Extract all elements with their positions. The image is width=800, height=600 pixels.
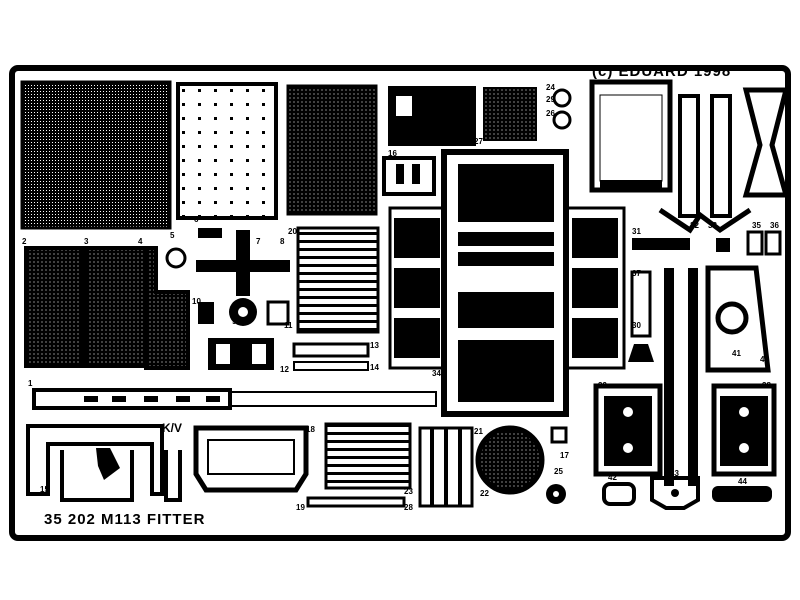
part-number: 4 xyxy=(138,237,143,246)
slatted-panel xyxy=(296,226,380,334)
fret-title: 35 202 M113 FITTER xyxy=(44,511,206,528)
part-number: 34 xyxy=(432,369,441,378)
part-number: 1 xyxy=(28,379,33,388)
strip-part xyxy=(710,94,732,218)
tray-part xyxy=(193,425,309,493)
wing-plate-right xyxy=(564,206,626,370)
part-number: 8 xyxy=(280,237,285,246)
part-number: 9 xyxy=(232,317,237,326)
bar-part xyxy=(292,342,370,358)
part-number: 42 xyxy=(608,473,617,482)
part-number: 22 xyxy=(480,489,489,498)
mesh-panel-2 xyxy=(24,246,84,368)
part-number: 28 xyxy=(404,503,413,512)
rail-part xyxy=(664,268,674,486)
part-number: 32 xyxy=(690,221,699,230)
part-number: 33 xyxy=(708,221,717,230)
part-number: 7 xyxy=(256,237,261,246)
mesh-small xyxy=(483,87,537,141)
rail-part xyxy=(688,268,698,486)
ring-part xyxy=(552,88,572,108)
part-number: 17 xyxy=(560,451,569,460)
part-number: 39 xyxy=(598,381,607,390)
part-number: 25 xyxy=(554,467,563,476)
bracket-37 xyxy=(705,265,771,373)
part-number: 6 xyxy=(194,215,199,224)
box-part xyxy=(382,156,436,196)
part-number: 27 xyxy=(474,137,483,146)
bracket-38 xyxy=(711,383,777,477)
fret-frame xyxy=(9,65,791,541)
part-number: 10 xyxy=(192,297,201,306)
small-fitting xyxy=(165,247,187,269)
part-number: 3 xyxy=(84,237,89,246)
stacked-slats xyxy=(324,422,412,490)
part-number: 16 xyxy=(388,149,397,158)
part-number: 21 xyxy=(474,427,483,436)
strip-44 xyxy=(712,486,772,502)
part-number: 37 xyxy=(632,269,641,278)
mesh-panel-medium xyxy=(286,84,378,216)
part-number: 5 xyxy=(170,231,175,240)
wing-plate-left xyxy=(388,206,446,370)
hourglass-part xyxy=(742,87,790,198)
part-number: 15 xyxy=(40,485,49,494)
part-number: 23 xyxy=(404,487,413,496)
bracket-39 xyxy=(593,383,663,477)
perforated-plate xyxy=(176,82,278,220)
bracket-part xyxy=(589,79,673,193)
kv-mark: K/V xyxy=(162,421,183,435)
mesh-panel-4 xyxy=(144,246,190,370)
part-number: 2 xyxy=(22,237,27,246)
copyright-mark: (c) EDUARD 1998 xyxy=(592,63,732,80)
part-number: 30 xyxy=(632,321,641,330)
part-number: 11 xyxy=(284,321,293,330)
lever-part xyxy=(196,260,290,296)
part-number: 13 xyxy=(370,341,379,350)
part-number: 41 xyxy=(732,349,741,358)
part-number: 26 xyxy=(546,109,555,118)
u-frame xyxy=(26,424,164,496)
long-bar xyxy=(32,388,232,410)
part-number: 24 xyxy=(546,83,555,92)
part-number: 20 xyxy=(288,227,297,236)
mesh-panel-3 xyxy=(84,246,148,368)
part-number: 36 xyxy=(770,221,779,230)
ring-part xyxy=(552,110,572,130)
part-number: 18 xyxy=(306,425,315,434)
part-number: 14 xyxy=(370,363,379,372)
part-number: 12 xyxy=(280,365,289,374)
connector-43 xyxy=(650,476,700,510)
mesh-panel-large xyxy=(20,80,172,230)
part-number: 35 xyxy=(752,221,761,230)
round-mesh xyxy=(475,425,545,495)
part-number: 38 xyxy=(762,381,771,390)
part-number: 31 xyxy=(632,227,641,236)
strip-part xyxy=(678,94,700,218)
part-number: 19 xyxy=(296,503,305,512)
part-number: 43 xyxy=(670,469,679,478)
part-number: 29 xyxy=(546,95,555,104)
part-number: 40 xyxy=(760,355,769,364)
clip-part xyxy=(602,482,636,506)
part-number: 44 xyxy=(738,477,747,486)
